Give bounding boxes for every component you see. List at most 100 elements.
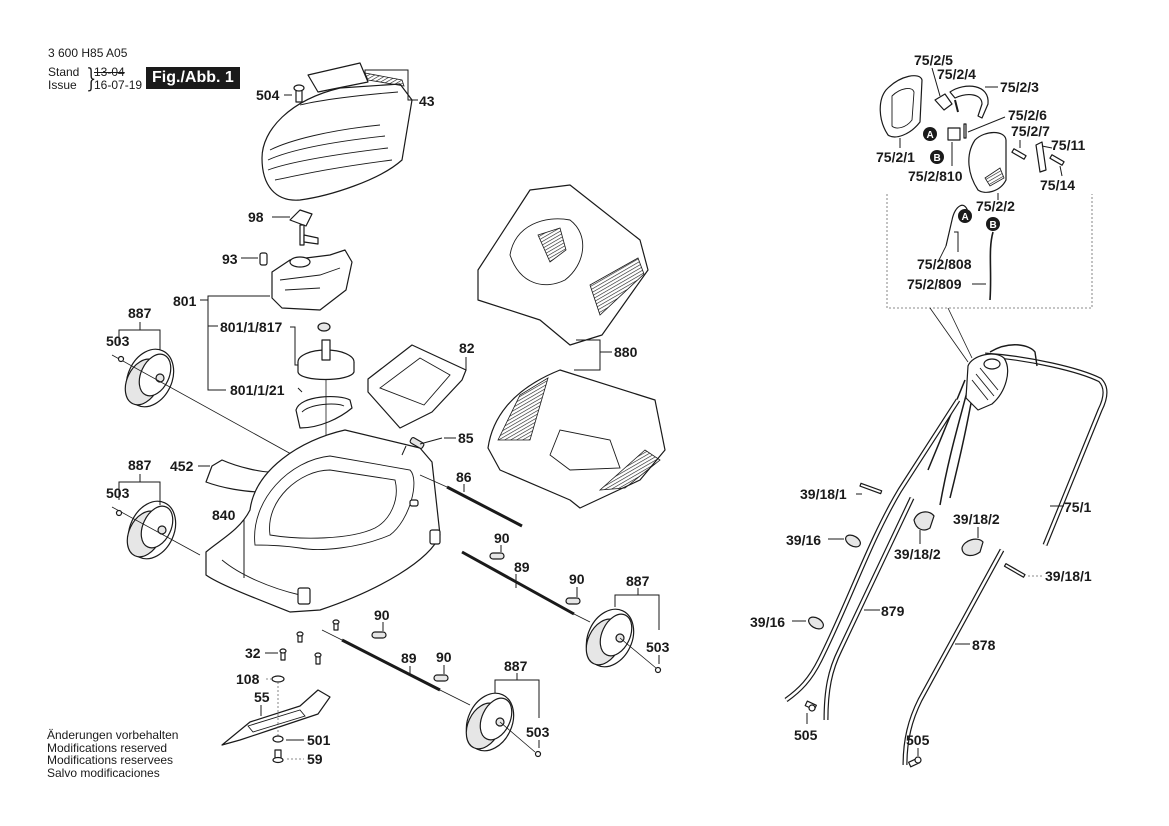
- screw-32-group: [279, 619, 340, 665]
- revision-dates: 13-04 16-07-19: [94, 66, 142, 92]
- svg-text:B: B: [934, 153, 941, 164]
- handle-lower-878: [902, 548, 1005, 766]
- marker-b-upper: B: [930, 150, 944, 164]
- callout-32: 32: [245, 645, 261, 661]
- marker-b-lower: B: [986, 217, 1000, 231]
- motor-801: [271, 249, 353, 311]
- callout-75-1: 75/1: [1064, 499, 1091, 515]
- part-75-2-810: [947, 127, 961, 141]
- spring-90-d: [433, 674, 449, 682]
- wheel-887-front-right: [465, 692, 515, 752]
- callout-39-18-2-a: 39/18/2: [894, 546, 941, 562]
- callout-75-2-4: 75/2/4: [937, 66, 976, 82]
- callout-75-2-3: 75/2/3: [1000, 79, 1039, 95]
- part-75-2-3: [949, 85, 989, 119]
- detail-frame: [886, 194, 1093, 309]
- part-75-2-4: [954, 99, 959, 113]
- part-75-2-6: [963, 123, 967, 139]
- callout-503-a: 503: [106, 333, 130, 349]
- pulley-801-1-817: [297, 339, 355, 381]
- belt-801-1-21: [295, 395, 353, 429]
- leader-801: [207, 295, 270, 391]
- callout-75-11: 75/11: [1051, 137, 1085, 153]
- callout-501: 501: [307, 732, 331, 748]
- part-75-2-5: [934, 93, 953, 111]
- callout-82: 82: [459, 340, 475, 356]
- callout-86: 86: [456, 469, 472, 485]
- bolt-59: [272, 749, 284, 764]
- callout-801-1-817: 801/1/817: [220, 319, 282, 335]
- callout-887-d: 887: [504, 658, 528, 674]
- callout-75-2-6: 75/2/6: [1008, 107, 1047, 123]
- notice-line-es: Salvo modificaciones: [47, 765, 160, 780]
- cable-75-2-809: [989, 231, 994, 301]
- handle-middle-879: [784, 398, 961, 721]
- leader-880: [574, 339, 601, 371]
- washer-501: [272, 735, 284, 743]
- screw-503-b: [115, 509, 123, 517]
- callout-887-c: 887: [626, 573, 650, 589]
- handle-upper-75-1: [984, 352, 1108, 546]
- switch-box-assembly: [965, 344, 1038, 411]
- callout-39-18-2-b: 39/18/2: [953, 511, 1000, 527]
- svg-text:A: A: [962, 212, 969, 223]
- wheel-887-rear-right: [585, 608, 635, 668]
- callout-43: 43: [419, 93, 435, 109]
- switch-cover-75-2-2: [968, 131, 1007, 193]
- callout-503-c: 503: [646, 639, 670, 655]
- callout-880: 880: [614, 344, 638, 360]
- clamp-39-16-b: [808, 616, 824, 630]
- spring-90-a: [489, 552, 505, 560]
- cable-75-2-808: [945, 204, 969, 247]
- screw-503-a: [117, 355, 125, 363]
- cap-93: [259, 252, 268, 266]
- switch-98: [289, 209, 319, 246]
- wheel-887-rear-left: [124, 348, 175, 408]
- callout-801-1-21: 801/1/21: [230, 382, 285, 398]
- bolt-39-18-1-a: [859, 482, 883, 495]
- callout-452: 452: [170, 458, 194, 474]
- callout-98: 98: [248, 209, 264, 225]
- issue-label: Issue: [48, 78, 77, 92]
- bolt-39-18-1-b: [1003, 563, 1026, 578]
- stand-issue-labels: Stand Issue: [48, 66, 80, 92]
- leader-887-c: [614, 594, 660, 630]
- screw-503-c: [654, 666, 662, 674]
- callout-39-18-1-b: 39/18/1: [1045, 568, 1092, 584]
- callout-801: 801: [173, 293, 197, 309]
- wheel-887-front-left: [126, 500, 177, 560]
- motor-cover-43: [261, 62, 413, 201]
- document-code: 3 600 H85 A05: [48, 46, 128, 60]
- callout-93: 93: [222, 251, 238, 267]
- callout-89-a: 89: [514, 559, 530, 575]
- callout-878: 878: [972, 637, 996, 653]
- callout-75-2-810: 75/2/810: [908, 168, 963, 184]
- svg-text:B: B: [990, 220, 997, 231]
- callout-90-d: 90: [436, 649, 452, 665]
- modifications-notice: Änderungen vorbehalten Modifications res…: [47, 729, 178, 779]
- rod-89-a: [461, 550, 575, 616]
- issue-date: 16-07-19: [94, 78, 143, 92]
- callout-75-2-5: 75/2/5: [914, 52, 953, 68]
- clamp-39-16-a: [845, 534, 861, 548]
- callout-505-b: 505: [906, 732, 930, 748]
- deck-840: [205, 429, 441, 613]
- callout-503-b: 503: [106, 485, 130, 501]
- rod-86: [446, 485, 523, 528]
- screw-504: [293, 84, 305, 103]
- callout-108: 108: [236, 671, 260, 687]
- callout-879: 879: [881, 603, 905, 619]
- callout-59: 59: [307, 751, 323, 767]
- callout-39-16-b: 39/16: [750, 614, 785, 630]
- screw-505-a: [804, 700, 817, 712]
- plate-75-11: [1035, 141, 1047, 173]
- washer-108: [271, 675, 285, 683]
- screw-75-14: [1049, 154, 1065, 166]
- flap-82: [367, 344, 467, 429]
- marker-a-upper: A: [923, 127, 937, 141]
- callout-55: 55: [254, 689, 270, 705]
- screw-505-b: [908, 756, 922, 768]
- callout-89-b: 89: [401, 650, 417, 666]
- callout-75-14: 75/14: [1040, 177, 1075, 193]
- brace-icon: }: [86, 64, 97, 94]
